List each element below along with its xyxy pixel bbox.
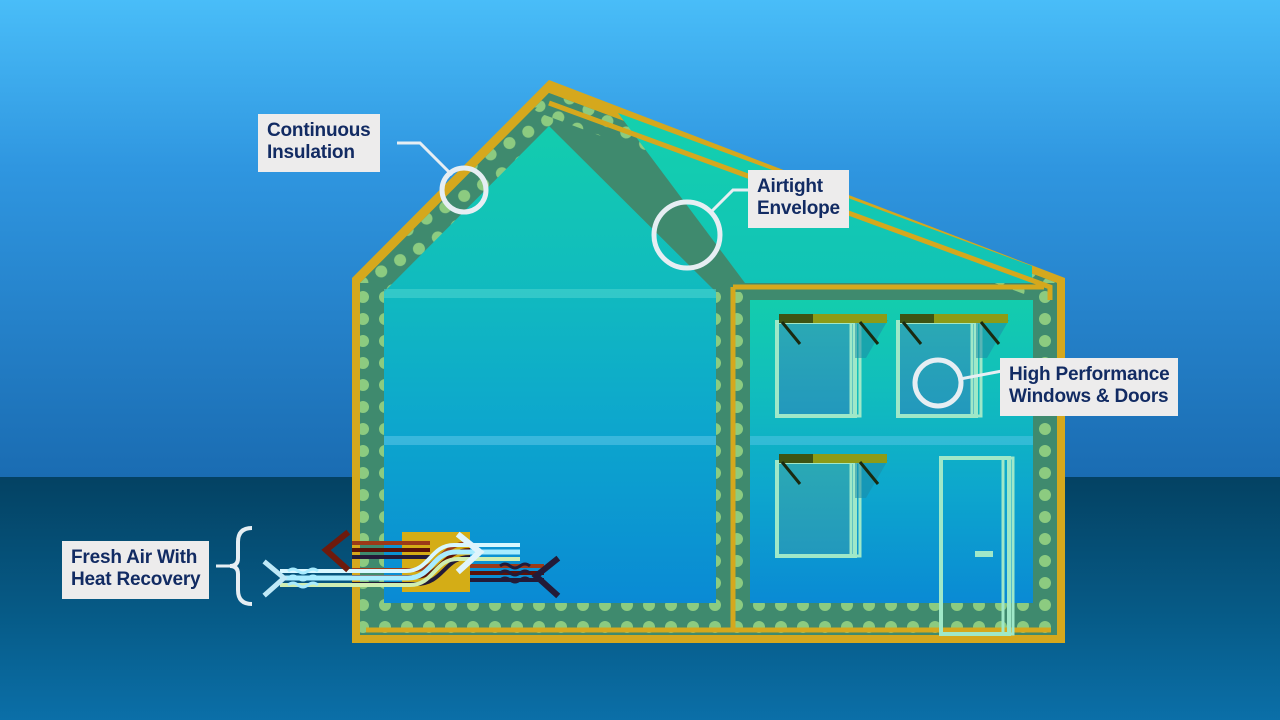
callout-markers xyxy=(216,141,1003,606)
stream-supply-cool xyxy=(280,543,520,587)
arrow-intake-in-left xyxy=(262,559,288,598)
marker-continuous-insulation[interactable] xyxy=(439,165,489,215)
right-floor-line xyxy=(750,436,1033,445)
leader-windows-doors xyxy=(959,369,1003,381)
house-envelope xyxy=(262,80,1065,643)
window-lower-left[interactable] xyxy=(775,454,888,558)
leader-airtight-envelope xyxy=(708,188,750,215)
door-handle[interactable] xyxy=(975,551,993,557)
arrow-supply-in-right xyxy=(455,531,485,575)
stream-exhaust-cooled xyxy=(470,564,544,582)
insulation-band-wall-right xyxy=(1033,283,1057,635)
squiggle-exhaust-right xyxy=(499,562,531,584)
callout-fresh-air-heat-recovery[interactable]: Fresh Air With Heat Recovery xyxy=(62,541,210,599)
window-upper-right[interactable] xyxy=(896,314,1009,418)
marker-airtight-envelope[interactable] xyxy=(651,199,723,271)
airtight-membrane-line xyxy=(548,100,1053,300)
upper-floor-line xyxy=(384,289,716,298)
leader-continuous-insulation xyxy=(397,141,454,177)
window-awning-upper-left xyxy=(779,314,887,323)
insulation-band-roof-left xyxy=(360,93,566,294)
heat-recovery-ventilator xyxy=(262,529,561,599)
callout-airtight-envelope[interactable]: Airtight Envelope xyxy=(748,170,849,228)
window-awning-lower-left xyxy=(779,454,887,463)
entry-door[interactable] xyxy=(939,456,1015,636)
window-upper-left[interactable] xyxy=(775,314,888,418)
arrow-return-in-right xyxy=(531,555,561,599)
callout-high-performance-windows-doors[interactable]: High Performance Windows & Doors xyxy=(1000,358,1179,416)
marker-windows-doors[interactable] xyxy=(912,357,964,409)
callout-continuous-insulation[interactable]: Continuous Insulation xyxy=(258,114,380,172)
window-awning-upper-right xyxy=(900,314,1008,323)
main-floor-line xyxy=(384,436,716,445)
squiggle-intake-left xyxy=(287,567,319,589)
room-left-cutaway xyxy=(384,126,716,603)
arrow-exhaust-out-left xyxy=(321,529,351,573)
